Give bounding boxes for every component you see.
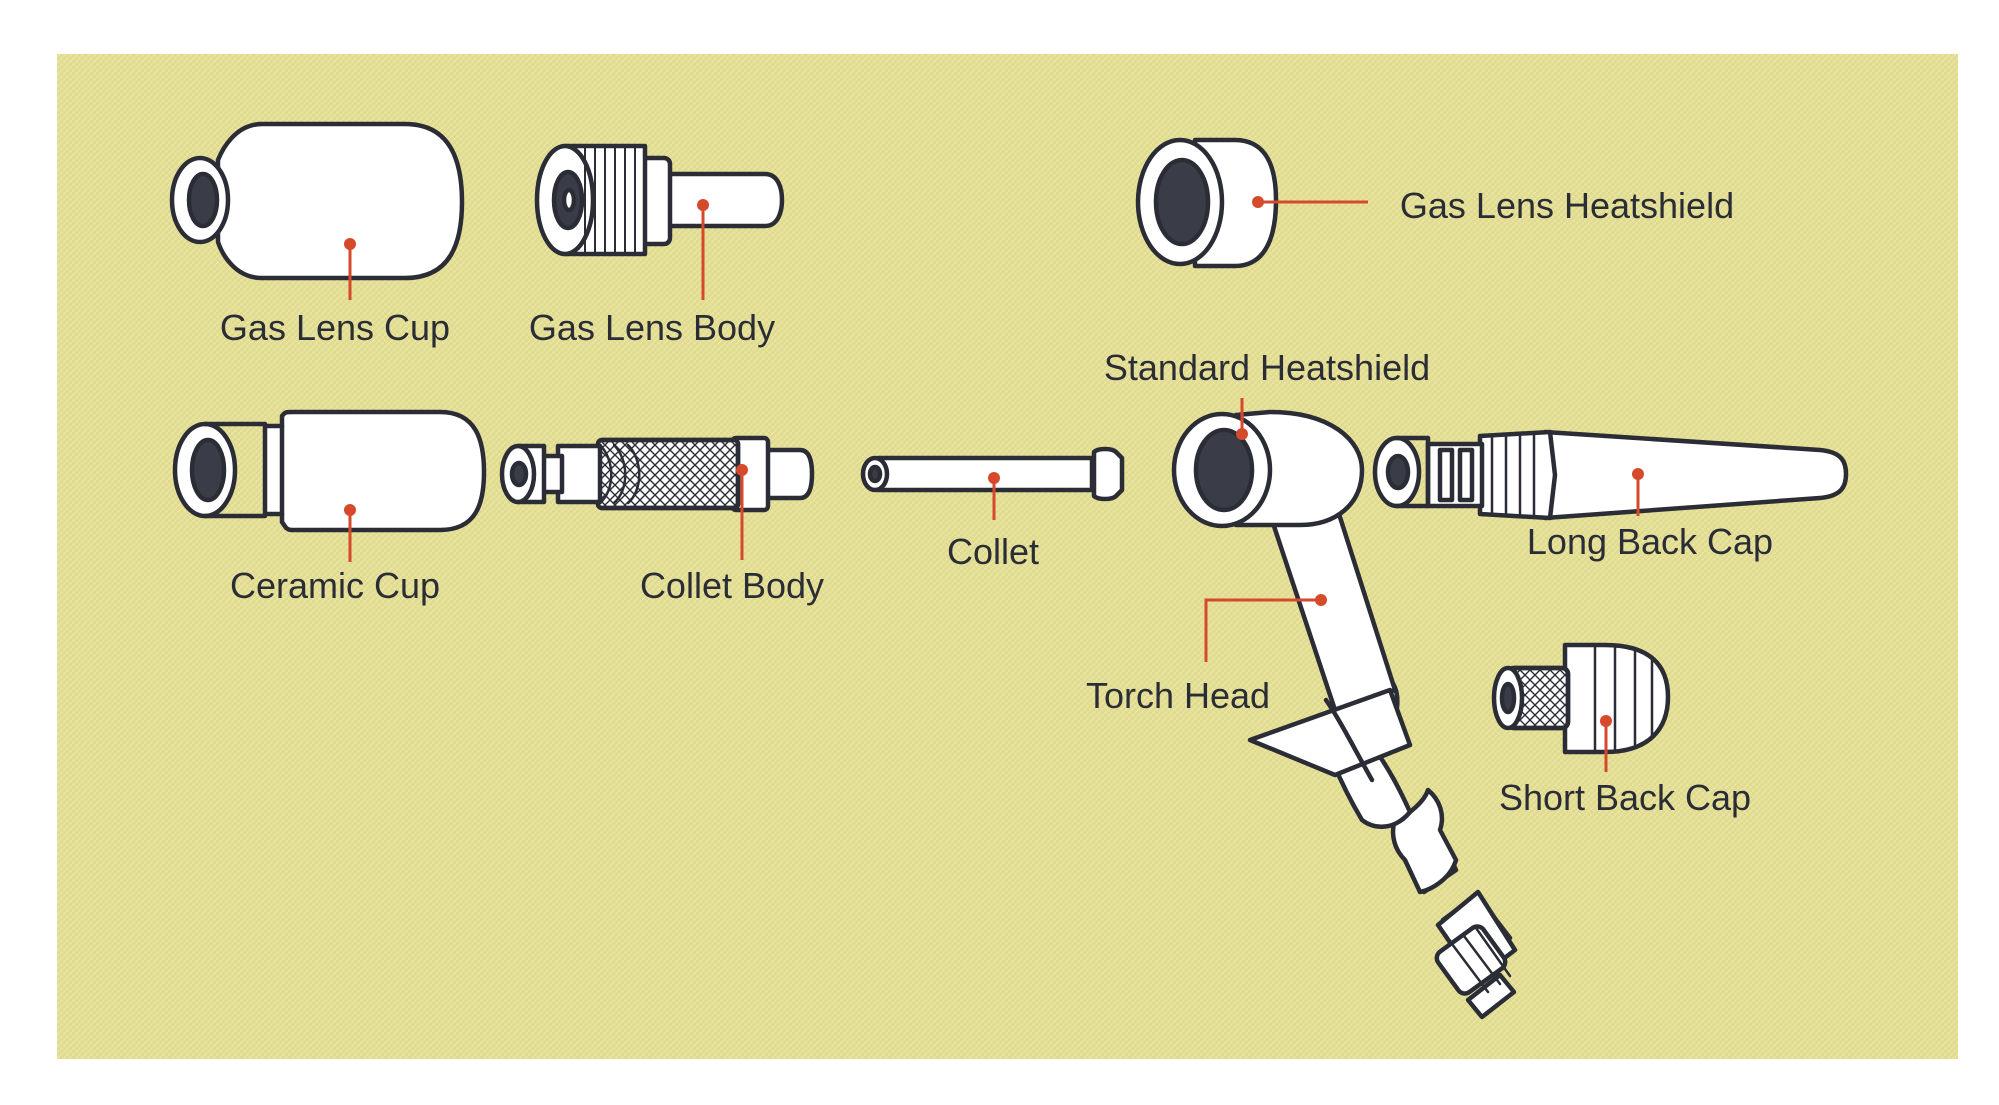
label-standard-heatshield: Standard Heatshield [1104, 347, 1430, 388]
label-gas-lens-body: Gas Lens Body [529, 307, 775, 348]
ceramic-cup-part [172, 409, 487, 533]
leader-dot-gas-lens-heatshield [1252, 196, 1264, 208]
torch-head-part [1171, 409, 1518, 1020]
label-long-back-cap: Long Back Cap [1527, 521, 1773, 562]
gas-lens-cup-part [169, 121, 465, 281]
leader-dot-gas-lens-cup [344, 238, 356, 250]
leader-dot-long-back-cap [1632, 468, 1644, 480]
leader-dot-ceramic-cup [344, 504, 356, 516]
leader-dot-collet-body [736, 464, 748, 476]
short-back-cap-part [1491, 642, 1671, 755]
leader-dot-gas-lens-body [697, 199, 709, 211]
label-gas-lens-cup: Gas Lens Cup [220, 307, 450, 348]
label-ceramic-cup: Ceramic Cup [230, 565, 440, 606]
leader-lines [348, 200, 1640, 772]
gas-lens-heatshield-part [1135, 137, 1279, 269]
label-collet-body: Collet Body [640, 565, 824, 606]
leader-dot-torch-head [1315, 594, 1327, 606]
label-torch-head: Torch Head [1086, 675, 1270, 716]
leader-dots [344, 196, 1644, 727]
leader-dot-standard-heatshield [1236, 428, 1248, 440]
gas-lens-body-part [534, 143, 785, 257]
label-collet: Collet [947, 531, 1039, 572]
collet-part [860, 446, 1125, 502]
long-back-cap-part [1372, 429, 1849, 521]
label-gas-lens-heatshield: Gas Lens Heatshield [1400, 185, 1734, 226]
leader-dot-short-back-cap [1600, 715, 1612, 727]
leader-dot-collet [988, 472, 1000, 484]
label-short-back-cap: Short Back Cap [1499, 777, 1751, 818]
leader-torch-head [1204, 598, 1321, 662]
collet-body-part [499, 435, 815, 513]
